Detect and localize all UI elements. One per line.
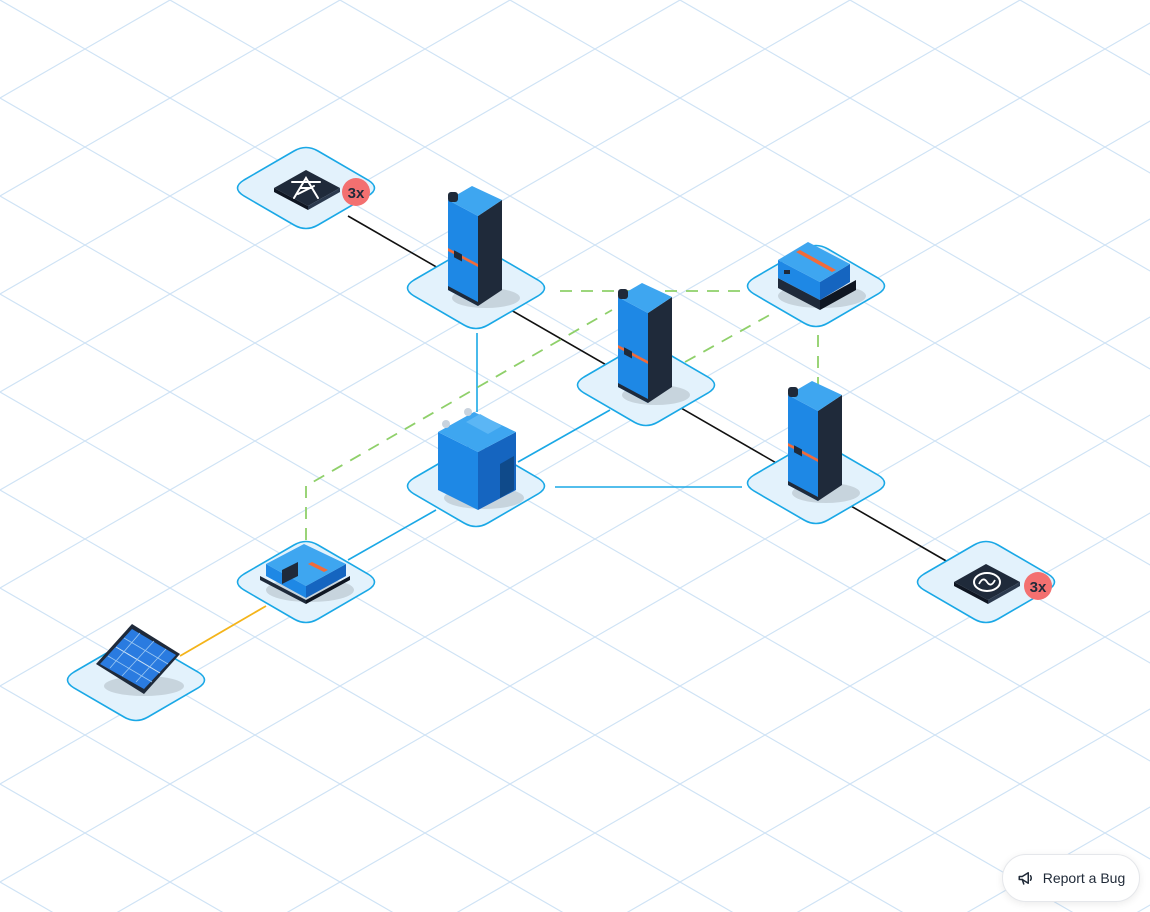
grid-node[interactable]: 3x <box>236 146 376 230</box>
svg-text:3x: 3x <box>348 185 365 202</box>
data-wire-inverter-center-to-gx[interactable] <box>684 311 776 363</box>
svg-text:3x: 3x <box>1030 579 1047 596</box>
gx-device-node[interactable] <box>746 242 886 328</box>
pv-wire-solar-to-mppt[interactable] <box>179 605 267 657</box>
megaphone-icon <box>1017 869 1035 887</box>
ac-load-multiplier-badge: 3x <box>1024 572 1052 600</box>
charge-controller-icon <box>260 544 354 604</box>
ac-load-node[interactable]: 3x <box>916 540 1056 624</box>
grid-multiplier-badge: 3x <box>342 178 370 206</box>
dc-wire-battery-to-inverter-center[interactable] <box>517 409 611 463</box>
dc-wire-battery-to-mppt[interactable] <box>347 509 437 561</box>
mppt-node[interactable] <box>236 540 376 624</box>
battery-node[interactable] <box>406 408 546 528</box>
utility-pylon-icon <box>274 170 340 210</box>
dc-wires[interactable] <box>347 333 742 561</box>
report-bug-button[interactable]: Report a Bug <box>1002 854 1140 902</box>
controller-box-icon <box>778 242 866 310</box>
ac-sine-icon <box>954 564 1020 604</box>
solar-panel-node[interactable] <box>66 624 206 722</box>
report-bug-label: Report a Bug <box>1042 870 1126 886</box>
data-wire-mppt-to-gx[interactable] <box>305 309 613 540</box>
solar-panel-icon <box>96 624 184 696</box>
battery-icon <box>438 408 524 510</box>
